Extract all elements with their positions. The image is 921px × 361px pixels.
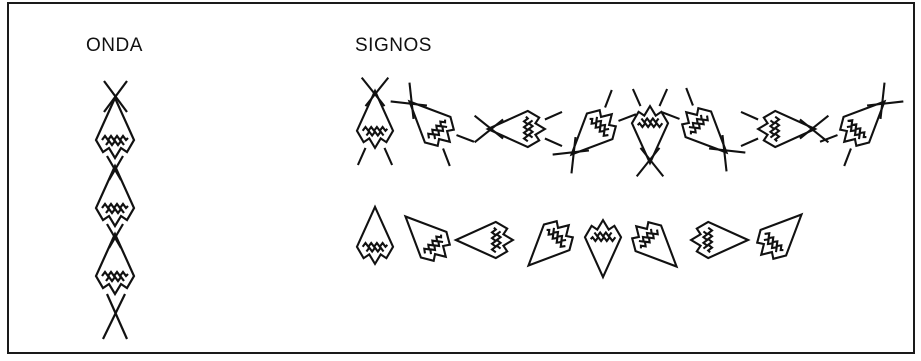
signos-row-2 [355,200,816,281]
sign-7 [741,111,828,147]
sign-11 [454,220,514,260]
sign-4 [549,89,636,176]
figure-frame: ONDA SIGNOS [7,2,915,354]
sign-10 [391,202,460,271]
sign-13 [583,219,623,279]
signos-row-1 [357,78,907,177]
sign-14 [622,212,691,281]
sign-2 [387,79,474,166]
sign-3 [475,111,562,147]
sign-12 [514,211,583,280]
sign-9 [355,205,395,265]
onda-wave [94,80,136,340]
sign-5 [632,89,668,176]
sign-6 [661,87,748,174]
onda-title: ONDA [86,35,143,56]
sign-15 [690,220,750,260]
sign-1 [357,78,393,165]
sign-16 [747,200,816,269]
motif-canvas [94,4,913,340]
signos-title: SIGNOS [355,35,432,56]
sign-8 [819,79,906,166]
